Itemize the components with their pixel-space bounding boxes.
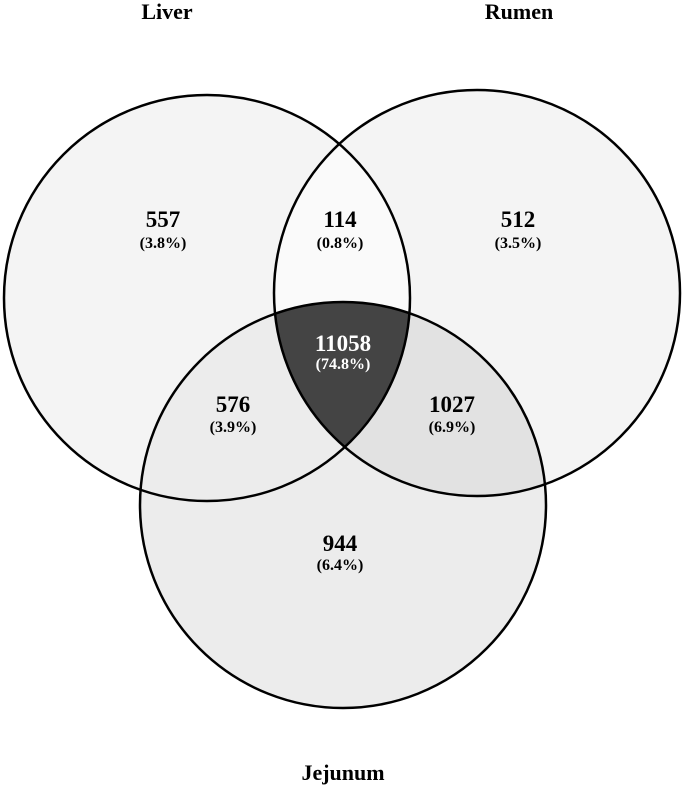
region-count-rumen-only: 512 <box>501 207 536 232</box>
region-count-rumen-jejunum: 1027 <box>429 392 475 417</box>
region-count-jejunum-only: 944 <box>323 531 358 556</box>
jejunum-circle-outline <box>138 300 548 710</box>
region-count-liver-rumen: 114 <box>323 207 357 232</box>
region-fill-liver-jejunum <box>140 302 410 501</box>
region-fill-rumen-jejunum <box>274 302 546 496</box>
region-count-all-three: 11058 <box>315 331 371 356</box>
set-label-rumen: Rumen <box>485 0 553 24</box>
liver-circle-outline <box>2 93 412 503</box>
region-percent-rumen-only: (3.5%) <box>495 235 542 252</box>
region-percent-liver-only: (3.8%) <box>140 235 187 252</box>
region-percent-all-three: (74.8%) <box>316 356 371 373</box>
region-percent-jejunum-only: (6.4%) <box>317 557 364 574</box>
region-count-liver-only: 557 <box>146 207 181 232</box>
region-percent-rumen-jejunum: (6.9%) <box>429 419 476 436</box>
set-label-liver: Liver <box>141 0 193 24</box>
rumen-circle-outline <box>272 88 682 498</box>
region-percent-liver-rumen: (0.8%) <box>317 235 364 252</box>
region-percent-liver-jejunum: (3.9%) <box>210 419 257 436</box>
set-label-jejunum: Jejunum <box>301 760 384 785</box>
region-count-liver-jejunum: 576 <box>216 392 251 417</box>
